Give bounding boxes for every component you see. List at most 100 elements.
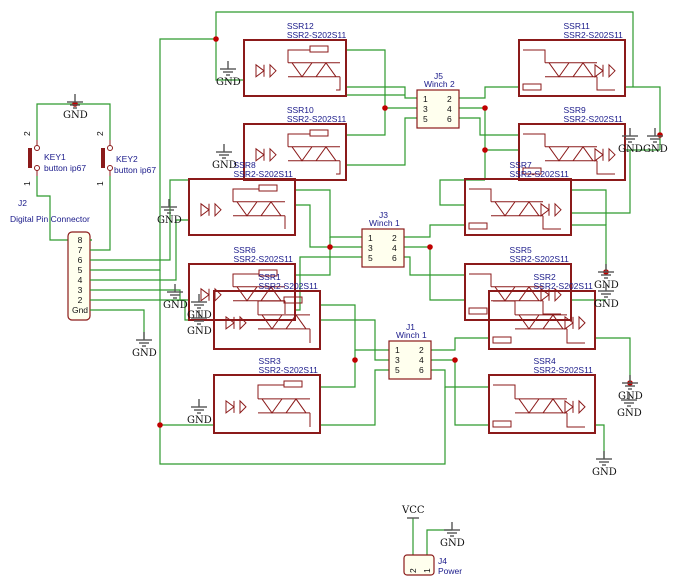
winch-pin: 2 [392,233,397,243]
internal-wire [232,188,259,202]
resistor-symbol [522,83,542,91]
gnd-label: GND [187,326,212,337]
resistor-symbol [522,167,542,175]
triac-symbol [515,398,567,414]
ssr-value: SSR2-S202S11 [534,281,594,291]
winch-body [361,228,405,268]
winch-pin: 5 [368,253,373,263]
ssr-ref: SSR5 [510,245,532,255]
gnd-icon: GND [132,332,157,359]
led-symbol [594,147,604,162]
gnd-label: GND [592,467,617,478]
winch-ref: J1 [406,322,415,332]
ssr-value: SSR2-S202S11 [259,365,319,375]
ssr-ref: SSR11 [564,21,591,31]
internal-wire [542,215,561,230]
ssr-ref: SSR7 [510,160,532,170]
triac-symbol [491,200,543,217]
winch-pin: 4 [392,243,397,253]
j2-pin: 2 [78,295,83,305]
internal-wire [596,160,615,175]
ssr-ref: SSR2 [534,272,556,282]
triac-symbol [233,285,285,302]
j2-value: Digital Pin Connector [10,214,90,224]
ssr-value: SSR2-S202S11 [564,114,624,124]
resistor-symbol [309,129,329,137]
j2-pin: 4 [78,275,83,285]
internal-wire [493,384,516,399]
triac-symbol [491,285,543,302]
internal-wire [493,300,516,315]
internal-wire [596,76,615,91]
gnd-icon: GND [63,94,88,121]
phototriac-symbol [269,147,277,163]
j4-value: Power [438,566,462,576]
gnd-icon: GND [617,392,642,419]
resistor-symbol [468,222,488,230]
key1-switch: 2 1 KEY1 button ip67 [22,131,86,186]
key2-pin-bottom: 1 [95,181,105,186]
j2-pin: 8 [78,235,83,245]
key2-actuator [101,148,105,168]
resistor-symbol [468,307,488,315]
internal-wire [469,188,492,202]
gnd-icon: GND [187,310,212,337]
winch-pin: 5 [395,365,400,375]
winch-pin: 6 [447,114,452,124]
ssr-value: SSR2-S202S11 [510,254,570,264]
ssr-ref: SSR4 [534,356,556,366]
triac-symbol [288,61,340,78]
j2-pin: 6 [78,255,83,265]
winch-pin: 4 [447,104,452,114]
key1-pin-top: 2 [22,131,32,136]
ssr-ref: SSR8 [234,160,256,170]
vcc-label: VCC [401,505,425,516]
ground-symbols: GNDGNDGNDGNDGNDGNDGNDGNDGNDGNDGNDGNDGNDG… [63,61,668,549]
triac-symbol [233,200,285,217]
led-symbol [200,202,210,217]
winch-body [388,340,432,380]
internal-wire [287,133,310,147]
internal-wire [232,273,259,287]
resistor-symbol [283,296,303,304]
ssr-body [213,374,321,434]
winch-pin: 3 [368,243,373,253]
key1-ref: KEY1 [44,152,66,162]
ssr-value: SSR2-S202S11 [564,30,624,40]
resistor-symbol [283,380,303,388]
winch-pin: 2 [447,94,452,104]
gnd-label: GND [187,415,212,426]
ssr-body [488,374,596,434]
winch-pin: 3 [395,355,400,365]
ssr-value: SSR2-S202S11 [234,254,294,264]
winch-body [416,89,460,129]
internal-wire [257,300,284,315]
phototriac-symbol [214,202,222,218]
led-symbol [564,399,574,414]
ssr-body [213,290,321,350]
internal-wire [523,49,546,63]
led-symbol [540,202,550,217]
j2-pin: Gnd [72,305,88,315]
ssr-value: SSR2-S202S11 [234,169,294,179]
led-symbol [255,147,265,162]
gnd-label: GND [594,299,619,310]
internal-wire [336,76,341,91]
gnd-icon: GND [643,128,668,155]
phototriac-symbol [578,399,586,415]
ssr-value: SSR2-S202S11 [287,114,347,124]
gnd-label: GND [216,77,241,88]
triac-symbol [545,145,597,162]
winch-pin: 5 [423,114,428,124]
phototriac-symbol [608,147,616,163]
